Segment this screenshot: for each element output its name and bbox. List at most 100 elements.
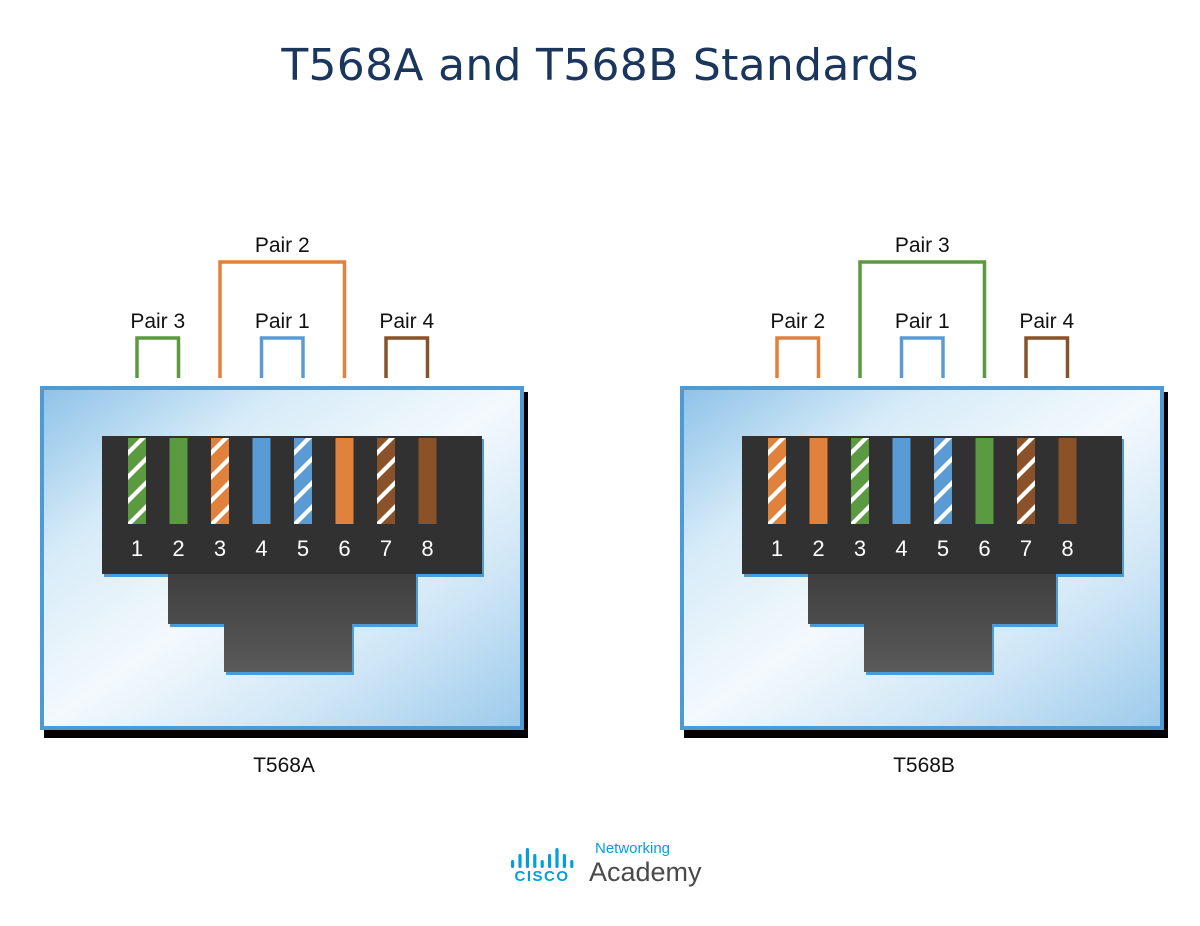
connector-t568a: 1 2 3 4 5 6 7 8 Pair 3 Pair 2 Pair 1 Pair 4 T568A — [40, 234, 528, 777]
wire-stripes — [851, 438, 869, 524]
pin-number: 3 — [214, 536, 226, 561]
pair-label: Pair 2 — [770, 310, 825, 333]
wire-pin-5: 5 — [934, 438, 952, 561]
wire-body — [892, 438, 911, 524]
wire-pin-8: 8 — [418, 438, 437, 561]
pair-bracket-pair-1: Pair 1 — [255, 310, 310, 378]
wire-body — [975, 438, 994, 524]
wire-stripes — [768, 438, 786, 524]
pin-number: 1 — [131, 536, 143, 561]
wire-body — [1017, 438, 1035, 524]
pair-bracket-pair-1: Pair 1 — [895, 310, 950, 378]
wire-body — [169, 438, 188, 524]
wire-stripes — [294, 438, 312, 524]
pair-label: Pair 4 — [1019, 310, 1074, 333]
pair-bracket-pair-2: Pair 2 — [218, 234, 347, 378]
pin-number: 6 — [978, 536, 990, 561]
wire-stripes — [211, 438, 229, 524]
cisco-networking-academy-logo: CISCO Networking Academy — [505, 838, 725, 894]
pin-number: 5 — [297, 536, 309, 561]
bridge-bar — [555, 848, 559, 868]
page-title: T568A and T568B Standards — [281, 40, 919, 91]
bracket-line — [384, 336, 430, 378]
connector-label: T568A — [253, 754, 315, 777]
wire-pin-1: 1 — [128, 438, 146, 561]
wire-body — [768, 438, 786, 524]
wire-pin-1: 1 — [768, 438, 786, 561]
pin-number: 2 — [812, 536, 824, 561]
wire-pin-2: 2 — [809, 438, 828, 561]
pin-number: 4 — [255, 536, 267, 561]
pair-label: Pair 4 — [379, 310, 434, 333]
wire-pin-8: 8 — [1058, 438, 1077, 561]
wire-body — [128, 438, 146, 524]
bridge-bar — [548, 854, 552, 868]
wire-pin-6: 6 — [975, 438, 994, 561]
wire-body — [1058, 438, 1077, 524]
bridge-bar — [518, 854, 522, 868]
wire-body — [377, 438, 395, 524]
wire-stripes — [1017, 438, 1035, 524]
wire-body — [418, 438, 437, 524]
pin-number: 7 — [1020, 536, 1032, 561]
wire-pin-3: 3 — [851, 438, 869, 561]
wire-pin-2: 2 — [169, 438, 188, 561]
pair-bracket-pair-2: Pair 2 — [770, 310, 825, 378]
bracket-line — [899, 336, 945, 378]
wire-stripes — [934, 438, 952, 524]
pin-number: 4 — [895, 536, 907, 561]
bridge-bar — [540, 860, 544, 868]
bridge-bar — [570, 860, 574, 868]
wire-body — [934, 438, 952, 524]
pair-label: Pair 1 — [895, 310, 950, 333]
connector-label: T568B — [893, 754, 955, 777]
pin-number: 5 — [937, 536, 949, 561]
logo-brand: CISCO — [514, 868, 570, 885]
wire-pin-6: 6 — [335, 438, 354, 561]
pair-bracket-pair-3: Pair 3 — [858, 234, 987, 378]
wire-pin-7: 7 — [377, 438, 395, 561]
bracket-line — [858, 260, 987, 378]
wire-body — [211, 438, 229, 524]
pin-number: 2 — [172, 536, 184, 561]
wire-body — [851, 438, 869, 524]
wire-body — [335, 438, 354, 524]
logo-networking: Networking — [595, 840, 671, 857]
bracket-line — [775, 336, 821, 378]
bridge-bar — [525, 848, 529, 868]
bracket-line — [218, 260, 347, 378]
bridge-bar — [562, 854, 566, 868]
logo-academy: Academy — [589, 857, 702, 887]
wire-body — [252, 438, 271, 524]
wire-pin-3: 3 — [211, 438, 229, 561]
wire-body — [809, 438, 828, 524]
pair-label: Pair 2 — [255, 234, 310, 257]
bridge-bar — [533, 854, 537, 868]
pair-bracket-pair-4: Pair 4 — [379, 310, 434, 378]
bracket-line — [135, 336, 181, 378]
pin-number: 6 — [338, 536, 350, 561]
pair-bracket-pair-4: Pair 4 — [1019, 310, 1074, 378]
wire-pin-4: 4 — [892, 438, 911, 561]
pin-number: 1 — [771, 536, 783, 561]
wire-pin-5: 5 — [294, 438, 312, 561]
bridge-bar — [511, 860, 515, 868]
wire-pin-4: 4 — [252, 438, 271, 561]
bracket-line — [1024, 336, 1070, 378]
pin-number: 7 — [380, 536, 392, 561]
pair-label: Pair 3 — [130, 310, 185, 333]
connector-t568b: 1 2 3 4 5 6 7 8 Pair 2 Pair 3 Pair 1 Pair 4 T568B — [680, 234, 1168, 777]
pin-number: 8 — [421, 536, 433, 561]
pin-number: 3 — [854, 536, 866, 561]
wire-stripes — [377, 438, 395, 524]
pair-label: Pair 1 — [255, 310, 310, 333]
cisco-bridge-icon — [511, 848, 574, 868]
pin-number: 8 — [1061, 536, 1073, 561]
bracket-line — [259, 336, 305, 378]
wire-pin-7: 7 — [1017, 438, 1035, 561]
pair-label: Pair 3 — [895, 234, 950, 257]
wire-stripes — [128, 438, 146, 524]
wire-body — [294, 438, 312, 524]
